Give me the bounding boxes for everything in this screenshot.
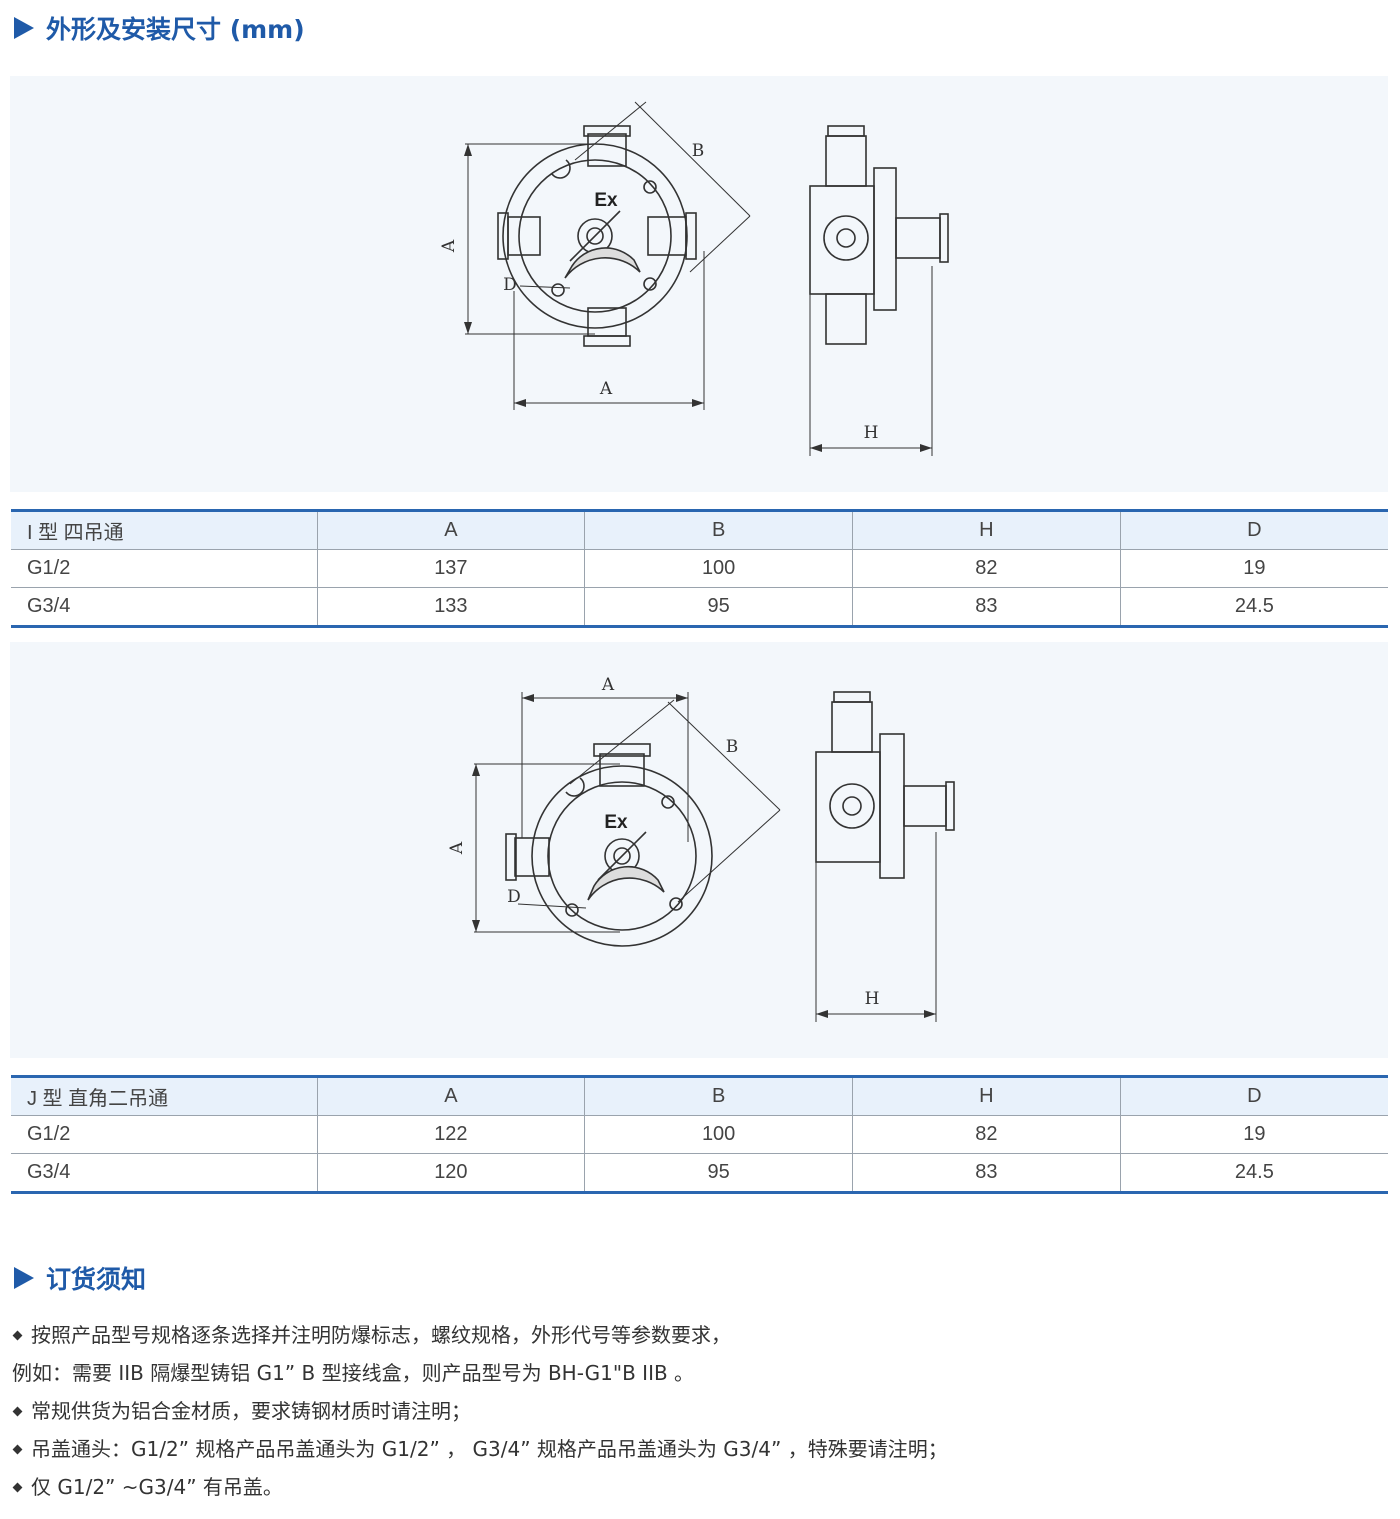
drawing-panel-j-type: A A B D H Ex — [10, 642, 1388, 1058]
table-header-cell: D — [1247, 519, 1262, 541]
bullet-diamond-icon — [12, 1444, 23, 1455]
table-cell: 24.5 — [1234, 1161, 1274, 1183]
table-header-cell: A — [317, 1076, 586, 1116]
dim-label-b: B — [692, 141, 705, 161]
dim-label-a-horizontal: A — [599, 379, 613, 399]
table-cell: 19 — [1243, 557, 1266, 579]
table-cell: G3/4 — [11, 1153, 318, 1193]
table-cell: 137 — [317, 549, 586, 588]
table-header-cell: B — [584, 1076, 853, 1116]
technical-drawing-j-type: A A B D H Ex — [447, 675, 955, 1022]
table-cell: 100 — [584, 549, 853, 588]
table-cell: G3/4 — [11, 587, 318, 627]
note-line: 按照产品型号规格逐条选择并注明防爆标志，螺纹规格，外形代号等参数要求， — [12, 1316, 1382, 1354]
table-header-row: J 型 直角二吊通 A B H D — [11, 1076, 1388, 1116]
side-view-body — [815, 751, 881, 863]
table-header-cell: I 型 四吊通 — [11, 510, 318, 550]
bullet-diamond-icon — [12, 1406, 23, 1417]
table-cell: G1/2 — [11, 1115, 318, 1154]
note-line: 常规供货为铝合金材质，要求铸钢材质时请注明； — [12, 1392, 1382, 1430]
dim-label-a-horizontal: A — [601, 675, 615, 695]
enclosure-body — [531, 765, 713, 947]
bullet-diamond-icon — [12, 1330, 23, 1341]
table-cell: 95 — [584, 1153, 853, 1193]
table-header-row: I 型 四吊通 A B H D — [11, 510, 1388, 550]
table-header-cell: H — [852, 1076, 1121, 1116]
table-header-cell: A — [317, 510, 586, 550]
section-title-text: 外形及安装尺寸 (mm) — [46, 15, 305, 44]
table-cell: 95 — [584, 587, 853, 627]
table-cell: 24.5 — [1234, 595, 1274, 617]
technical-drawing-i-type: A A B D H Ex — [439, 101, 949, 456]
triangle-marker-icon — [14, 1267, 34, 1289]
section-title-dimensions: 外形及安装尺寸 (mm) — [14, 8, 305, 48]
note-text: 例如：需要 IIB 隔爆型铸铝 G1” B 型接线盒，则产品型号为 BH-G1"… — [12, 1361, 695, 1385]
table-header-cell: J 型 直角二吊通 — [11, 1076, 318, 1116]
side-view-body — [809, 185, 875, 295]
table-cell: 83 — [852, 587, 1121, 627]
table-cell: 82 — [852, 1115, 1121, 1154]
table-header-cell: H — [852, 510, 1121, 550]
table-header-cell: B — [584, 510, 853, 550]
table-cell: 82 — [852, 549, 1121, 588]
section-title-text: 订货须知 — [46, 1265, 147, 1294]
dim-label-b: B — [726, 737, 739, 757]
note-line: 仅 G1/2” ~G3/4” 有吊盖。 — [12, 1468, 1382, 1506]
table-cell: 100 — [584, 1115, 853, 1154]
section-title-ordering: 订货须知 — [14, 1258, 146, 1298]
dim-label-h: H — [865, 989, 880, 1009]
note-line: 吊盖通头：G1/2” 规格产品吊盖通头为 G1/2” ， G3/4” 规格产品吊… — [12, 1430, 1382, 1468]
table-cell: 19 — [1243, 1123, 1266, 1145]
ordering-notes: 按照产品型号规格逐条选择并注明防爆标志，螺纹规格，外形代号等参数要求， 例如：需… — [12, 1316, 1382, 1506]
table-cell: 83 — [852, 1153, 1121, 1193]
note-text: 吊盖通头：G1/2” 规格产品吊盖通头为 G1/2” ， G3/4” 规格产品吊… — [31, 1437, 948, 1461]
table-row: G1/2 122 100 82 19 — [11, 1115, 1388, 1154]
dim-label-a-vertical: A — [439, 239, 459, 253]
table-cell: 122 — [317, 1115, 586, 1154]
dim-label-h: H — [864, 423, 879, 443]
note-text: 按照产品型号规格逐条选择并注明防爆标志，螺纹规格，外形代号等参数要求， — [31, 1323, 731, 1347]
note-text: 常规供货为铝合金材质，要求铸钢材质时请注明； — [31, 1399, 471, 1423]
table-cell: G1/2 — [11, 549, 318, 588]
dim-label-d: D — [507, 887, 521, 907]
triangle-marker-icon — [14, 17, 34, 39]
dim-label-a-vertical: A — [447, 841, 467, 855]
spec-table-i-type: I 型 四吊通 A B H D G1/2 137 100 82 19 G3/4 … — [11, 509, 1388, 628]
nameplate-ex: Ex — [594, 190, 618, 211]
table-row: G3/4 120 95 83 24.5 — [11, 1153, 1388, 1193]
note-text: 仅 G1/2” ~G3/4” 有吊盖。 — [31, 1475, 283, 1499]
nameplate-ex: Ex — [604, 812, 628, 833]
table-header-cell: D — [1247, 1085, 1262, 1107]
drawing-panel-i-type: A A B D H Ex — [10, 76, 1388, 492]
bullet-diamond-icon — [12, 1482, 23, 1493]
spec-table-j-type: J 型 直角二吊通 A B H D G1/2 122 100 82 19 G3/… — [11, 1075, 1388, 1194]
table-row: G3/4 133 95 83 24.5 — [11, 587, 1388, 627]
table-cell: 120 — [317, 1153, 586, 1193]
dim-label-d: D — [503, 275, 517, 295]
table-row: G1/2 137 100 82 19 — [11, 549, 1388, 588]
table-cell: 133 — [317, 587, 586, 627]
note-line: 例如：需要 IIB 隔爆型铸铝 G1” B 型接线盒，则产品型号为 BH-G1"… — [12, 1354, 1382, 1392]
